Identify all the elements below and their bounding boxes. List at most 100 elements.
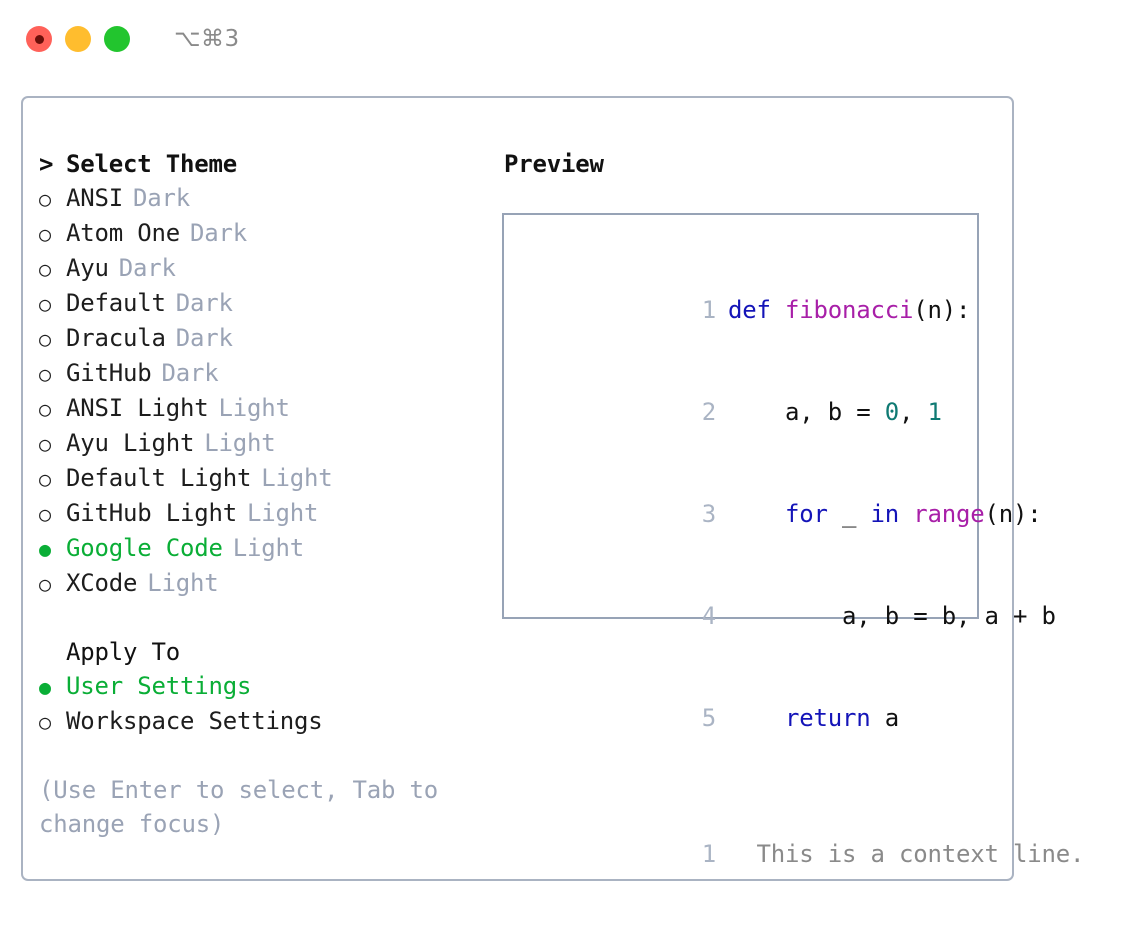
radio-icon: ○: [39, 572, 51, 596]
theme-option-label: GitHub Light: [66, 499, 237, 527]
select-theme-header: > Select Theme: [39, 147, 493, 181]
hint-spacer: [39, 739, 493, 773]
code-token: (n):: [913, 296, 971, 324]
theme-option-label: Default Light: [66, 464, 252, 492]
radio-icon: ○: [39, 467, 51, 491]
radio-icon: ○: [39, 292, 51, 316]
theme-option-xcode-light[interactable]: ○ XCode Light: [39, 566, 493, 601]
code-token: 0: [884, 398, 899, 426]
select-theme-header-label: Select Theme: [66, 150, 237, 178]
code-token: [771, 296, 785, 324]
theme-option-label: Ayu: [66, 254, 109, 282]
theme-options-list[interactable]: ○ ANSI Dark ○ Atom One Dark ○ Ayu Dark: [39, 181, 493, 601]
diff-line-context: 1 This is a context line.: [504, 803, 1085, 905]
code-token: def: [728, 296, 771, 324]
code-line: 3 for _ in range(n):: [504, 463, 1042, 565]
window-controls: [26, 26, 130, 52]
line-number: 1: [701, 296, 716, 324]
radio-icon-selected: ●: [39, 537, 51, 561]
keyboard-hint-text: (Use Enter to select, Tab to change focu…: [39, 776, 438, 838]
theme-option-label: Google Code: [66, 534, 223, 562]
zoom-button[interactable]: [104, 26, 130, 52]
theme-option-default-dark[interactable]: ○ Default Dark: [39, 286, 493, 321]
apply-option-user-settings[interactable]: ● User Settings: [39, 669, 493, 704]
close-button[interactable]: [26, 26, 52, 52]
radio-icon-selected: ●: [39, 675, 51, 699]
theme-option-label: XCode: [66, 569, 138, 597]
code-token: _: [827, 500, 871, 528]
section-spacer: [39, 601, 493, 635]
theme-option-default-light[interactable]: ○ Default Light Light: [39, 461, 493, 496]
radio-icon: ○: [39, 327, 51, 351]
theme-option-label: ANSI Light: [66, 394, 209, 422]
diff-text: This is a context line.: [742, 840, 1085, 868]
code-token: (n):: [984, 500, 1042, 528]
main-card: > Select Theme ○ ANSI Dark ○ Atom One Dar…: [21, 96, 1084, 881]
theme-option-label: Default: [66, 289, 166, 317]
theme-option-tag: Dark: [190, 219, 247, 247]
theme-option-tag: Light: [247, 499, 319, 527]
apply-to-options-list[interactable]: ● User Settings ○ Workspace Settings: [39, 669, 493, 739]
minimize-button[interactable]: [65, 26, 91, 52]
theme-option-ansi-light[interactable]: ○ ANSI Light Light: [39, 391, 493, 426]
code-diff-spacer: [504, 769, 977, 803]
apply-to-header-label: Apply To: [66, 638, 180, 666]
code-token: range: [913, 500, 985, 528]
line-number: 4: [701, 602, 716, 630]
code-token: 1: [927, 398, 942, 426]
keyboard-shortcut-label: ⌥⌘3: [174, 26, 240, 52]
theme-option-google-code-light[interactable]: ● Google Code Light: [39, 531, 493, 566]
titlebar: ⌥⌘3: [0, 0, 1140, 78]
theme-option-github-light[interactable]: ○ GitHub Light Light: [39, 496, 493, 531]
theme-option-dracula-dark[interactable]: ○ Dracula Dark: [39, 321, 493, 356]
preview-title: Preview: [504, 150, 604, 178]
theme-option-tag: Dark: [175, 289, 233, 317]
code-token: fibonacci: [785, 296, 914, 324]
code-token: a, b = b, a + b: [728, 602, 1056, 630]
diff-line-deleted: 2- This line was deleted.: [504, 905, 977, 934]
theme-option-ansi-dark[interactable]: ○ ANSI Dark: [39, 181, 493, 216]
line-number: 3: [701, 500, 716, 528]
code-token: ,: [899, 398, 928, 426]
code-token: a: [870, 704, 899, 732]
code-line: 2 a, b = 0, 1: [504, 361, 977, 463]
theme-option-atom-one-dark[interactable]: ○ Atom One Dark: [39, 216, 493, 251]
theme-option-label: Dracula: [66, 324, 166, 352]
radio-icon: ○: [39, 710, 51, 734]
code-token: [728, 704, 785, 732]
theme-option-github-dark[interactable]: ○ GitHub Dark: [39, 356, 493, 391]
theme-option-tag: Dark: [133, 184, 190, 212]
theme-option-tag: Light: [261, 464, 333, 492]
theme-option-label: Atom One: [66, 219, 180, 247]
radio-icon: ○: [39, 362, 51, 386]
apply-option-label: Workspace Settings: [66, 707, 323, 735]
theme-picker-pane: > Select Theme ○ ANSI Dark ○ Atom One Dar…: [23, 98, 493, 879]
caret-icon: >: [39, 150, 54, 178]
code-line: 1 def fibonacci(n):: [504, 259, 977, 361]
apply-option-workspace-settings[interactable]: ○ Workspace Settings: [39, 704, 493, 739]
code-token: [899, 500, 913, 528]
theme-option-tag: Light: [232, 534, 304, 562]
theme-option-ayu-light[interactable]: ○ Ayu Light Light: [39, 426, 493, 461]
radio-icon: ○: [39, 257, 51, 281]
recording-indicator-icon: [34, 34, 44, 44]
theme-option-tag: Dark: [161, 359, 219, 387]
line-number: 2: [701, 398, 716, 426]
diff-marker: [728, 840, 742, 868]
code-line: 4 a, b = b, a + b: [504, 565, 1056, 667]
theme-option-label: Ayu Light: [66, 429, 195, 457]
theme-option-tag: Light: [147, 569, 219, 597]
theme-option-tag: Dark: [175, 324, 233, 352]
apply-option-label: User Settings: [66, 672, 252, 700]
theme-option-tag: Light: [218, 394, 290, 422]
theme-option-ayu-dark[interactable]: ○ Ayu Dark: [39, 251, 493, 286]
radio-icon: ○: [39, 502, 51, 526]
line-number: 5: [701, 704, 716, 732]
code-token: in: [870, 500, 900, 528]
code-token: return: [785, 704, 871, 732]
code-token: a, b =: [728, 398, 885, 426]
theme-option-label: ANSI: [66, 184, 123, 212]
